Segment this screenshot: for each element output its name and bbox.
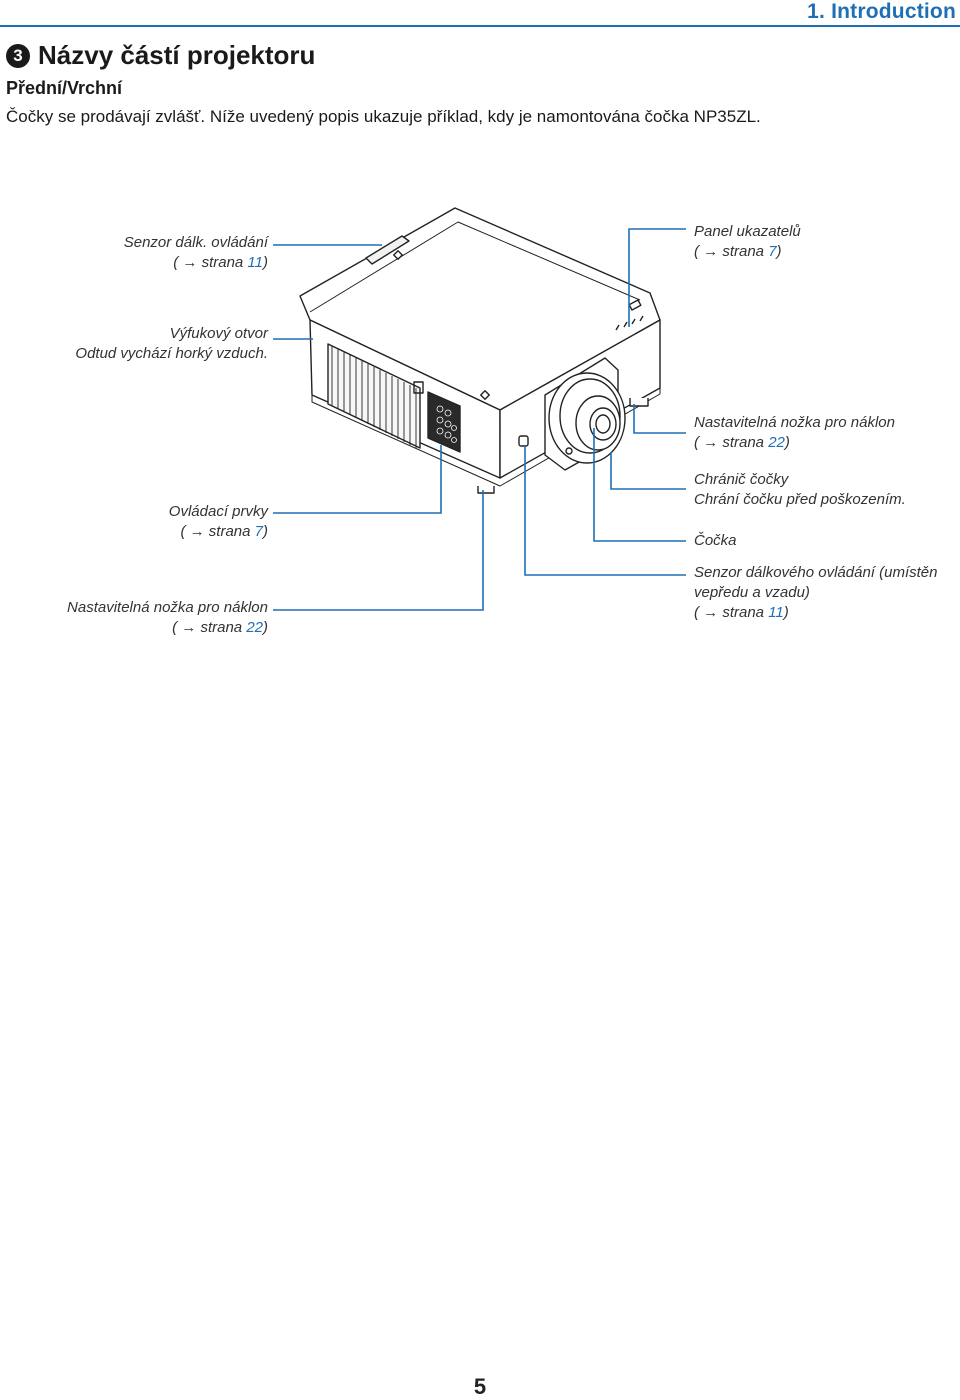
header-rule xyxy=(0,25,960,27)
callout-indicator-panel: Panel ukazatelů ( → strana 7) xyxy=(694,222,801,262)
leader-lens-guard xyxy=(610,452,686,490)
callout-ref: ( → strana 11) xyxy=(694,604,789,621)
callout-title: Senzor dálkového ovládání (umístěn xyxy=(694,564,938,581)
callout-desc: Odtud vychází horký vzduch. xyxy=(75,345,268,362)
callout-remote-sensor-front: Senzor dálkového ovládání (umístěn vepře… xyxy=(694,563,937,623)
callout-title: Výfukový otvor xyxy=(169,325,268,342)
callout-ref: ( → strana 7) xyxy=(694,243,782,260)
leader-remote-sensor-front xyxy=(524,446,686,576)
leader-lines xyxy=(273,228,686,611)
callout-title: Čočka xyxy=(694,532,737,549)
projector-illustration xyxy=(299,207,661,494)
callout-lens: Čočka xyxy=(694,531,737,551)
callout-title: Nastavitelná nožka pro náklon xyxy=(694,414,895,431)
section-title: 3 Názvy částí projektoru xyxy=(6,40,315,71)
callout-title: Senzor dálk. ovládání xyxy=(123,234,268,251)
leader-tilt-foot-left xyxy=(273,490,484,611)
page-ref-link[interactable]: 7 xyxy=(254,523,263,540)
leader-controls xyxy=(273,445,442,514)
page-ref-link[interactable]: 11 xyxy=(768,604,784,621)
callout-lens-guard: Chránič čočky Chrání čočku před poškozen… xyxy=(694,470,906,510)
callout-desc: Chrání čočku před poškozením. xyxy=(694,491,906,508)
callout-tilt-foot-left: Nastavitelná nožka pro náklon ( → strana… xyxy=(67,598,268,638)
intro-text: Čočky se prodávají zvlášť. Níže uvedený … xyxy=(6,107,761,126)
leader-tilt-foot-right xyxy=(633,404,686,434)
leader-lens xyxy=(593,428,686,542)
section-title-text: Názvy částí projektoru xyxy=(38,40,316,70)
callout-ref: ( → strana 7) xyxy=(180,523,268,540)
callout-title: Panel ukazatelů xyxy=(694,223,801,240)
leader-indicator-panel xyxy=(628,228,686,327)
callout-desc: vepředu a vzadu) xyxy=(694,584,810,601)
page-ref-link[interactable]: 22 xyxy=(768,434,785,451)
page-ref-link[interactable]: 7 xyxy=(768,243,777,260)
callout-title: Nastavitelná nožka pro náklon xyxy=(67,599,268,616)
callout-controls: Ovládací prvky ( → strana 7) xyxy=(169,502,268,542)
page-ref-link[interactable]: 22 xyxy=(246,619,263,636)
callout-remote-sensor-top: Senzor dálk. ovládání ( → strana 11) xyxy=(124,233,268,273)
callout-ref: ( → strana 22) xyxy=(694,434,790,451)
page-number: 5 xyxy=(473,1374,487,1399)
section-number-badge: 3 xyxy=(6,43,30,68)
section-subtitle: Přední/Vrchní xyxy=(6,78,123,98)
page-ref-link[interactable]: 11 xyxy=(247,254,263,271)
callout-tilt-foot-right: Nastavitelná nožka pro náklon ( → strana… xyxy=(694,413,895,453)
callout-title: Chránič čočky xyxy=(694,471,789,488)
chapter-title: 1. Introduction xyxy=(807,0,956,23)
callout-ref: ( → strana 11) xyxy=(173,254,268,271)
callout-exhaust: Výfukový otvor Odtud vychází horký vzduc… xyxy=(75,324,268,364)
callout-ref: ( → strana 22) xyxy=(172,619,268,636)
projector-diagram xyxy=(273,207,686,611)
callout-title: Ovládací prvky xyxy=(168,503,268,520)
